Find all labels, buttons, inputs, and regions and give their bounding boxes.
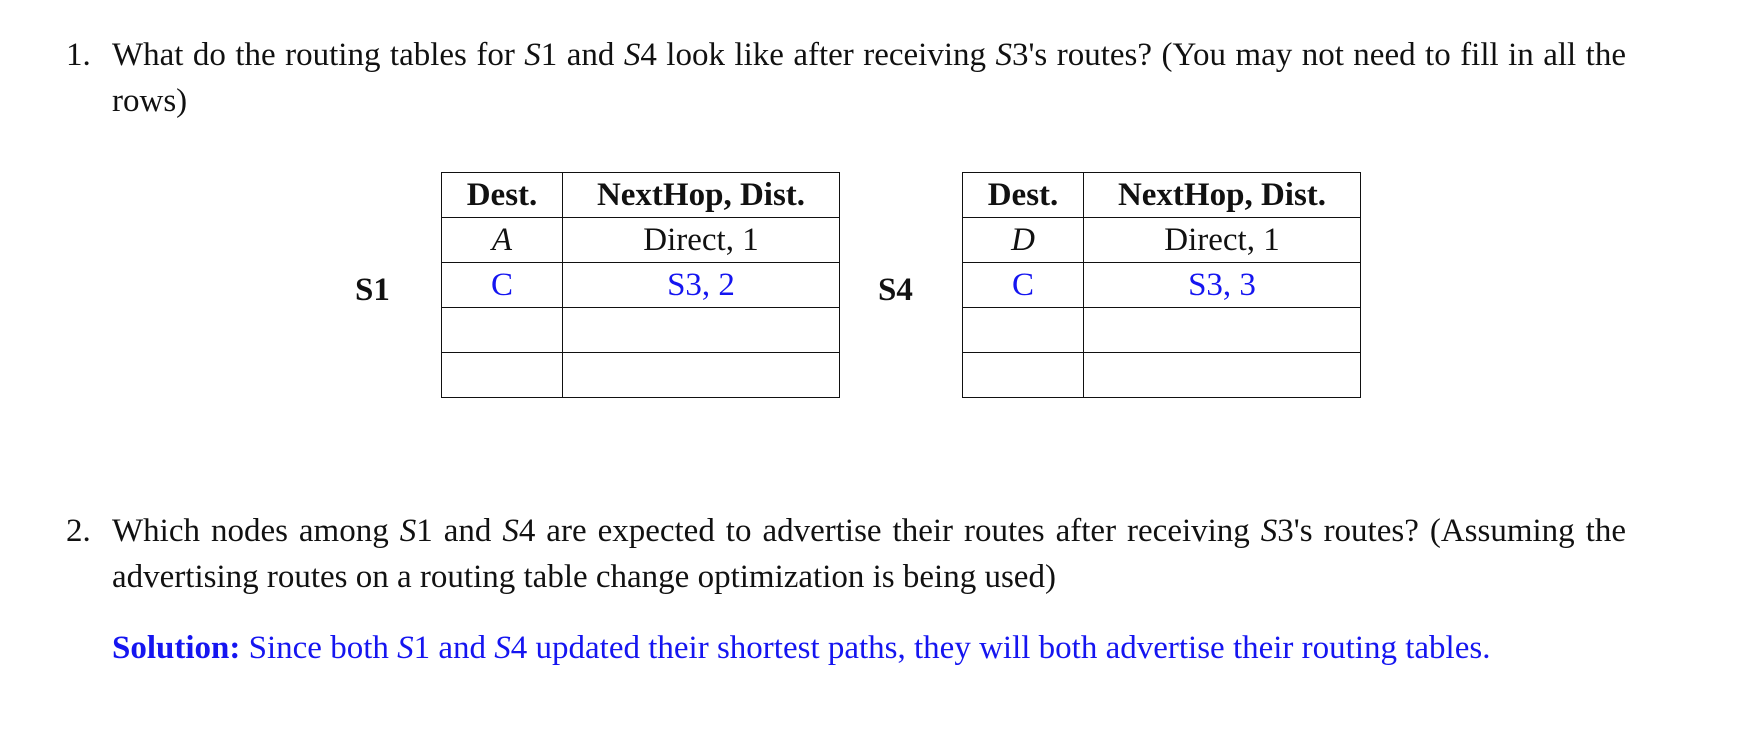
cell-dest: C [441,262,563,308]
table-row [962,307,1361,353]
cell-dest [962,352,1084,398]
cell-dest [441,307,563,353]
cell-next [562,307,840,353]
header-nexthop-dist: NextHop, Dist. [1083,172,1361,218]
routing-table-s1: Dest. NextHop, Dist. A Direct, 1 C S3, 2 [441,172,840,398]
cell-dest: A [441,217,563,263]
table-header-row: Dest. NextHop, Dist. [441,172,840,218]
solution: Solution: Since both S1 and S4 updated t… [112,630,1491,666]
table-row [962,352,1361,398]
question-1-number: 1. [66,37,91,73]
cell-next: Direct, 1 [1083,217,1361,263]
cell-next: S3, 2 [562,262,840,308]
solution-label: Solution: [112,630,241,666]
question-1-text: What do the routing tables for S1 and S4… [112,37,1626,119]
table-row: A Direct, 1 [441,217,840,263]
table-label-s1: S1 [355,272,390,308]
table-row: D Direct, 1 [962,217,1361,263]
table-row [441,307,840,353]
cell-dest [962,307,1084,353]
table-row [441,352,840,398]
cell-next [562,352,840,398]
header-dest: Dest. [441,172,563,218]
table-row: C S3, 3 [962,262,1361,308]
question-2-text: Which nodes among S1 and S4 are expected… [112,513,1626,595]
routing-tables: S1 Dest. NextHop, Dist. A Direct, 1 C S3… [0,172,1752,412]
question-1: 1. What do the routing tables for S1 and… [66,32,1626,124]
routing-table-s4: Dest. NextHop, Dist. D Direct, 1 C S3, 3 [962,172,1361,398]
table-label-s4: S4 [878,272,913,308]
table-header-row: Dest. NextHop, Dist. [962,172,1361,218]
question-2: 2. Which nodes among S1 and S4 are expec… [66,508,1626,600]
table-row: C S3, 2 [441,262,840,308]
cell-next: S3, 3 [1083,262,1361,308]
header-dest: Dest. [962,172,1084,218]
cell-dest: C [962,262,1084,308]
cell-dest [441,352,563,398]
cell-next [1083,352,1361,398]
cell-next: Direct, 1 [562,217,840,263]
header-nexthop-dist: NextHop, Dist. [562,172,840,218]
cell-next [1083,307,1361,353]
question-2-number: 2. [66,513,91,549]
cell-dest: D [962,217,1084,263]
